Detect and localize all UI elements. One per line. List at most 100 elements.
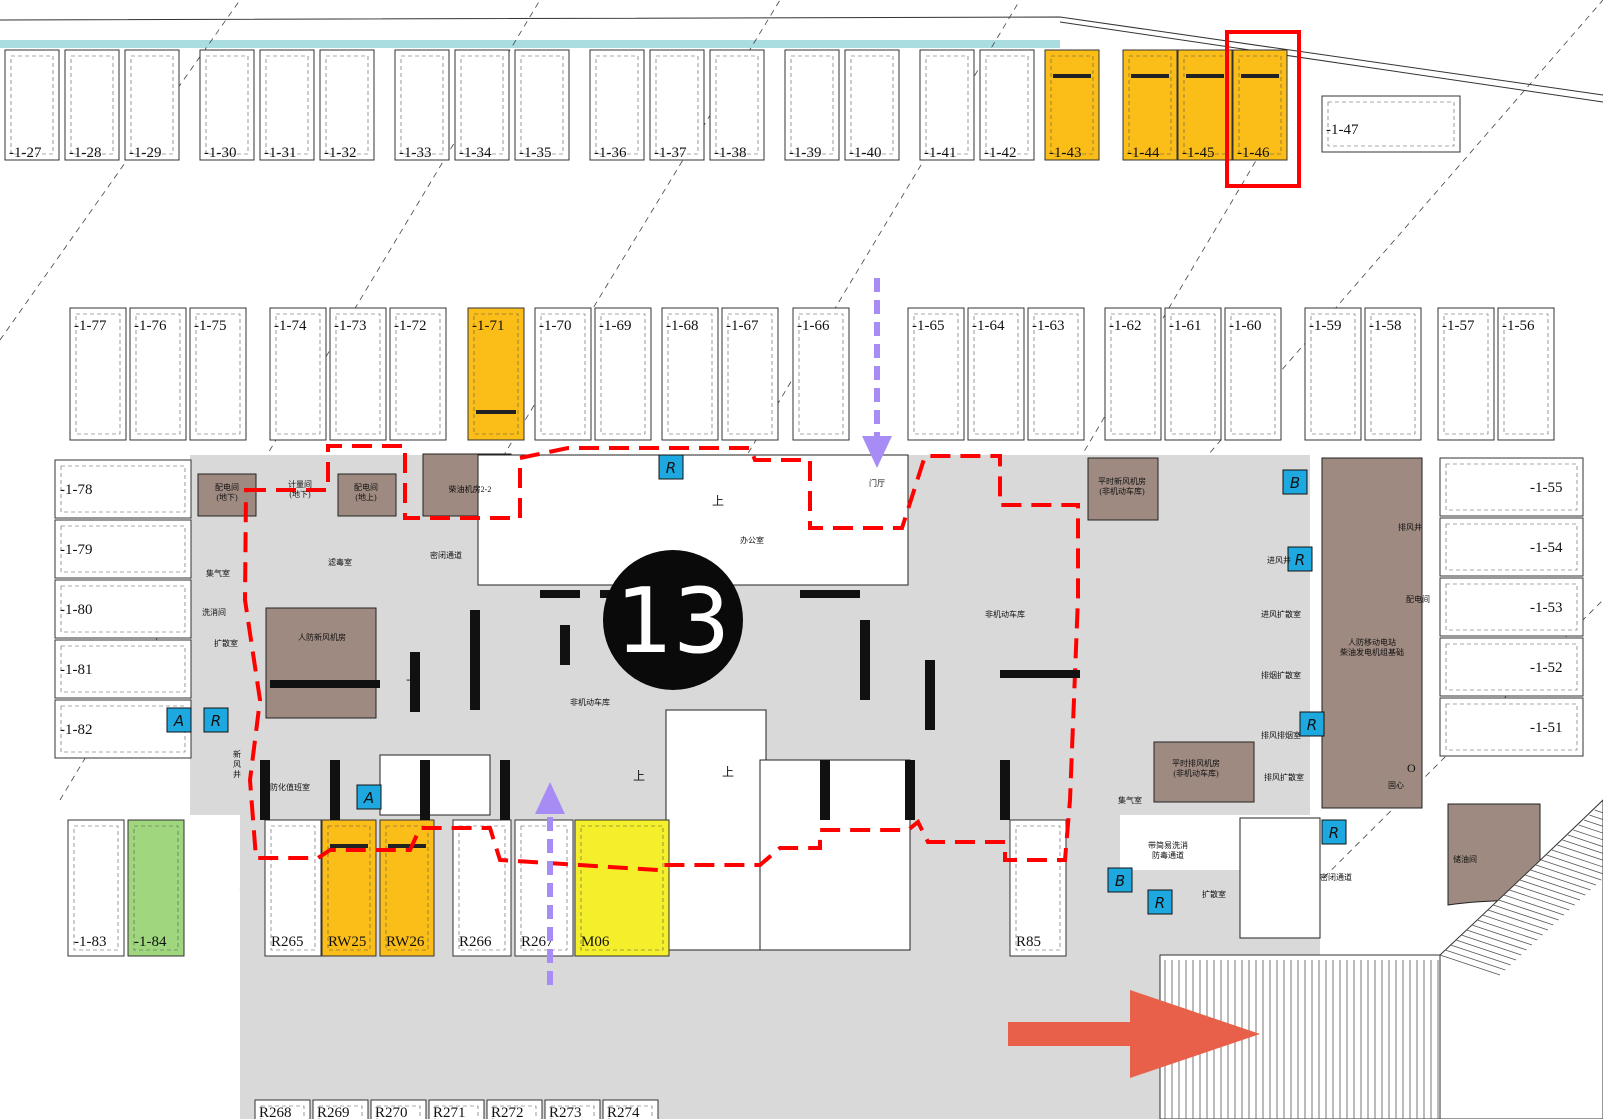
parking-slot[interactable]: -1-66 xyxy=(792,307,850,441)
parking-slot[interactable]: R271 xyxy=(428,1099,485,1119)
room-label-expansion_left: 扩散室 xyxy=(214,638,238,648)
parking-slot[interactable]: -1-70 xyxy=(534,307,592,441)
parking-slot[interactable]: -1-76 xyxy=(129,307,187,441)
parking-slot[interactable]: R270 xyxy=(370,1099,427,1119)
parking-slot[interactable]: -1-64 xyxy=(967,307,1025,441)
parking-slot[interactable]: -1-80 xyxy=(54,579,192,639)
parking-slot-label: -1-56 xyxy=(1502,318,1535,334)
parking-slot[interactable]: -1-83 xyxy=(67,819,125,957)
parking-slot[interactable]: -1-79 xyxy=(54,519,192,579)
wheel-stop xyxy=(1241,74,1279,78)
arrow-in-bottom xyxy=(535,782,565,985)
parking-slot-label: -1-33 xyxy=(399,145,432,161)
parking-slot-label: -1-65 xyxy=(912,318,945,334)
parking-slot[interactable]: M06 xyxy=(574,819,670,957)
lift-icon: R xyxy=(1147,889,1173,915)
parking-slot[interactable]: -1-32 xyxy=(319,49,375,161)
parking-slot[interactable]: -1-53 xyxy=(1439,577,1584,637)
parking-slot-label: -1-72 xyxy=(394,318,427,334)
sump-label: 固心 xyxy=(1388,781,1404,790)
parking-slot[interactable]: -1-68 xyxy=(661,307,719,441)
parking-slot-box xyxy=(54,459,192,519)
parking-slot[interactable]: -1-41 xyxy=(919,49,975,161)
parking-slot[interactable]: R269 xyxy=(312,1099,369,1119)
parking-slot-box xyxy=(1437,307,1495,441)
parking-slot[interactable]: -1-84 xyxy=(127,819,185,957)
parking-slot[interactable]: -1-35 xyxy=(514,49,570,161)
parking-slot[interactable]: -1-28 xyxy=(64,49,120,161)
parking-slot[interactable]: -1-40 xyxy=(844,49,900,161)
parking-slot[interactable]: RW25 xyxy=(321,819,377,957)
parking-slot-box xyxy=(1232,49,1288,161)
parking-slot[interactable]: R265 xyxy=(264,819,322,957)
parking-slot-box xyxy=(4,49,60,161)
lift-icon: B xyxy=(1282,469,1308,495)
parking-slot[interactable]: -1-81 xyxy=(54,639,192,699)
parking-slot[interactable]: -1-67 xyxy=(721,307,779,441)
parking-slot[interactable]: -1-65 xyxy=(907,307,965,441)
parking-slot-guide xyxy=(1445,643,1578,691)
parking-slot[interactable]: RW26 xyxy=(379,819,435,957)
parking-slot[interactable]: -1-31 xyxy=(259,49,315,161)
parking-slot[interactable]: -1-39 xyxy=(784,49,840,161)
parking-slot[interactable]: -1-60 xyxy=(1224,307,1282,441)
parking-slot[interactable]: -1-74 xyxy=(269,307,327,441)
parking-slot-box xyxy=(69,307,127,441)
parking-slot-box xyxy=(514,819,574,957)
parking-slot[interactable]: -1-29 xyxy=(124,49,180,161)
svg-text:B: B xyxy=(1290,474,1300,492)
parking-slot-label: R271 xyxy=(433,1105,466,1119)
parking-slot[interactable]: R273 xyxy=(544,1099,601,1119)
parking-slot[interactable]: -1-61 xyxy=(1164,307,1222,441)
parking-slot[interactable]: R274 xyxy=(602,1099,659,1119)
parking-slot-box xyxy=(1439,457,1584,517)
parking-slot[interactable]: R266 xyxy=(452,819,512,957)
parking-slot[interactable]: -1-27 xyxy=(4,49,60,161)
parking-slot-guide xyxy=(60,465,186,513)
parking-slot[interactable]: -1-36 xyxy=(589,49,645,161)
parking-slot-label: R85 xyxy=(1016,934,1041,950)
parking-slot[interactable]: -1-46 xyxy=(1232,49,1288,161)
parking-slot[interactable]: -1-45 xyxy=(1177,49,1233,161)
parking-slot[interactable]: -1-33 xyxy=(394,49,450,161)
parking-slot[interactable]: -1-34 xyxy=(454,49,510,161)
parking-slot[interactable]: -1-55 xyxy=(1439,457,1584,517)
parking-slot-guide xyxy=(1445,583,1578,631)
parking-slot-box xyxy=(321,819,377,957)
parking-slot[interactable]: -1-62 xyxy=(1104,307,1162,441)
parking-slot[interactable]: -1-71 xyxy=(467,307,525,441)
parking-slot[interactable]: -1-63 xyxy=(1027,307,1085,441)
parking-slot[interactable]: -1-52 xyxy=(1439,637,1584,697)
parking-slot-box xyxy=(1439,637,1584,697)
parking-slot[interactable]: -1-43 xyxy=(1044,49,1100,161)
parking-slot-label: -1-39 xyxy=(789,145,822,161)
parking-slot[interactable]: -1-73 xyxy=(329,307,387,441)
parking-slot[interactable]: R272 xyxy=(486,1099,543,1119)
parking-slot[interactable]: -1-59 xyxy=(1304,307,1362,441)
parking-slot[interactable]: -1-75 xyxy=(189,307,247,441)
parking-slot[interactable]: -1-77 xyxy=(69,307,127,441)
parking-slot-guide xyxy=(75,313,121,435)
parking-slot[interactable]: R268 xyxy=(254,1099,311,1119)
parking-slot[interactable]: -1-58 xyxy=(1364,307,1422,441)
parking-slot[interactable]: -1-42 xyxy=(979,49,1035,161)
parking-slot-guide xyxy=(913,313,959,435)
parking-slot-guide xyxy=(1050,55,1094,155)
parking-slot[interactable]: -1-47 xyxy=(1321,95,1461,153)
parking-slot[interactable]: -1-69 xyxy=(594,307,652,441)
room-label-lobby: 门厅 xyxy=(869,478,885,488)
parking-slot[interactable]: -1-57 xyxy=(1437,307,1495,441)
parking-slot[interactable]: -1-44 xyxy=(1122,49,1178,161)
parking-slot[interactable]: -1-38 xyxy=(709,49,765,161)
parking-slot[interactable]: R267 xyxy=(514,819,574,957)
parking-slot[interactable]: -1-37 xyxy=(649,49,705,161)
parking-slot-label: -1-47 xyxy=(1326,122,1359,138)
parking-slot-box xyxy=(467,307,525,441)
parking-slot[interactable]: -1-78 xyxy=(54,459,192,519)
parking-slot[interactable]: -1-56 xyxy=(1497,307,1555,441)
parking-slot[interactable]: -1-30 xyxy=(199,49,255,161)
parking-slot[interactable]: -1-51 xyxy=(1439,697,1584,757)
parking-slot[interactable]: -1-72 xyxy=(389,307,447,441)
parking-slot[interactable]: -1-54 xyxy=(1439,517,1584,577)
parking-slot[interactable]: R85 xyxy=(1009,819,1067,957)
